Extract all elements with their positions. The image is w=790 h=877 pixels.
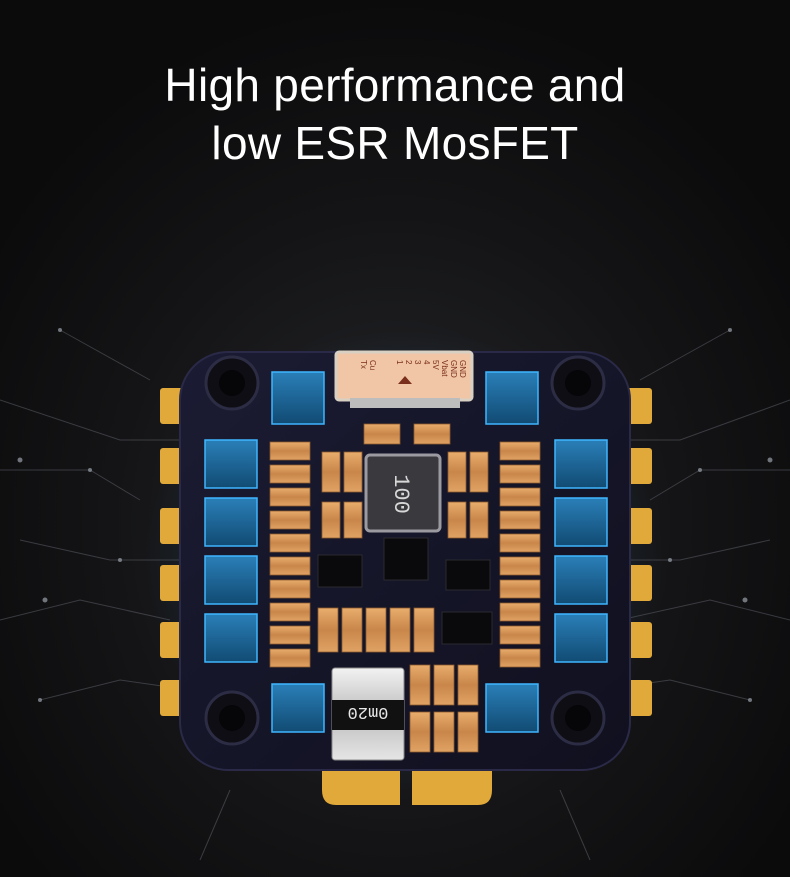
- pin-label: Vbat: [440, 360, 449, 377]
- mosfets-right: [554, 439, 608, 663]
- connector-pins: [350, 398, 460, 408]
- pin-label: 5V: [431, 360, 440, 370]
- pin-label: GND: [449, 360, 458, 378]
- background-trace-dots: [17, 328, 773, 702]
- pin-label: 4: [422, 360, 431, 365]
- inductor-code: 100: [388, 474, 413, 514]
- pin-label: GND: [458, 360, 467, 378]
- pin-label: 1: [395, 360, 404, 365]
- capacitors-left: [269, 441, 311, 668]
- headline-line-1: High performance and: [164, 59, 626, 111]
- pin-label: 2: [404, 360, 413, 365]
- mosfets-top-bottom: [271, 371, 539, 733]
- pin-label: Cu: [368, 360, 377, 370]
- shunt-code: 0m20: [348, 702, 389, 721]
- headline-line-2: low ESR MosFET: [211, 117, 579, 169]
- pin-label: 3: [413, 360, 422, 365]
- mosfets-left: [204, 439, 258, 663]
- capacitors-center: [317, 423, 489, 753]
- connector-arrow-icon: [398, 376, 412, 384]
- connector-pin-labels: GND GND Vbat 5V 4 3 2 1 Cu Tx: [359, 360, 467, 378]
- headline: High performance and low ESR MosFET: [0, 56, 790, 172]
- capacitors-right: [499, 441, 541, 668]
- ic-chips: [317, 537, 493, 645]
- pin-label: Tx: [359, 360, 368, 369]
- shunt-label-band: [332, 700, 404, 730]
- inductor: [364, 453, 442, 533]
- mount-holes: [204, 355, 606, 746]
